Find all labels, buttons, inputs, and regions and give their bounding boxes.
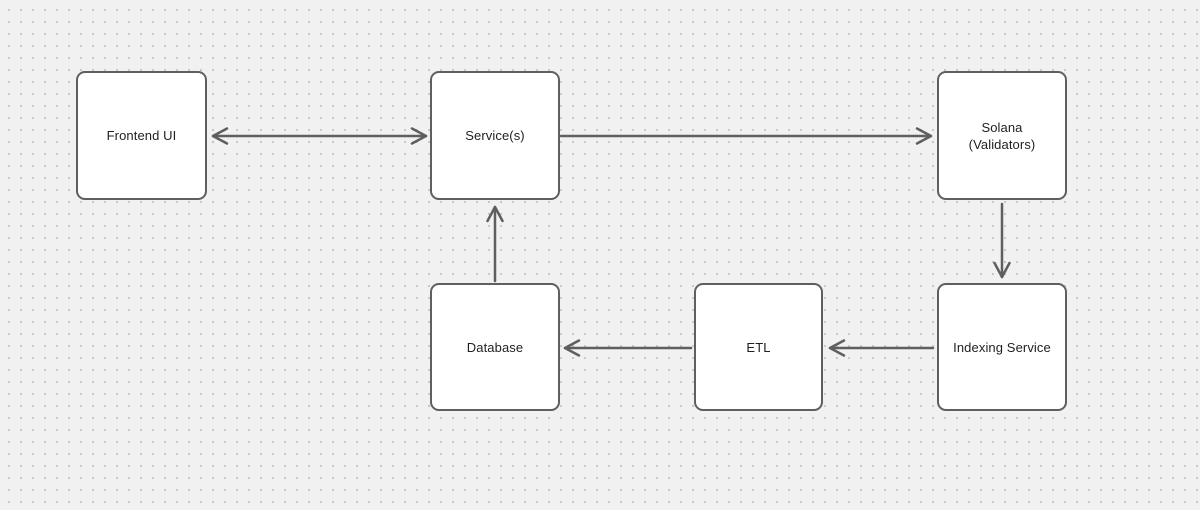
node-solana-validators-label: Solana (Validators) (968, 119, 1036, 152)
node-frontend-ui-label: Frontend UI (106, 128, 177, 143)
node-services-label: Service(s) (465, 128, 525, 143)
arrow-etl-to-database[interactable] (563, 339, 693, 357)
node-solana-validators[interactable]: Solana (Validators) (937, 71, 1067, 200)
node-database-label: Database (466, 339, 524, 355)
arrow-solana-to-indexing-service[interactable] (993, 202, 1011, 279)
node-database[interactable]: Database (430, 283, 560, 411)
node-indexing-service-label: Indexing Service (953, 339, 1051, 355)
arrow-frontend-ui-services-bidirectional[interactable] (211, 127, 428, 145)
arrow-database-to-services[interactable] (486, 205, 504, 283)
node-etl[interactable]: ETL (694, 283, 823, 411)
arrow-indexing-service-to-etl[interactable] (828, 339, 935, 357)
node-indexing-service[interactable]: Indexing Service (937, 283, 1067, 411)
node-services[interactable]: Service(s) (430, 71, 560, 200)
node-frontend-ui[interactable]: Frontend UI (76, 71, 207, 200)
node-etl-label: ETL (746, 339, 771, 355)
arrow-services-to-solana[interactable] (559, 127, 933, 145)
